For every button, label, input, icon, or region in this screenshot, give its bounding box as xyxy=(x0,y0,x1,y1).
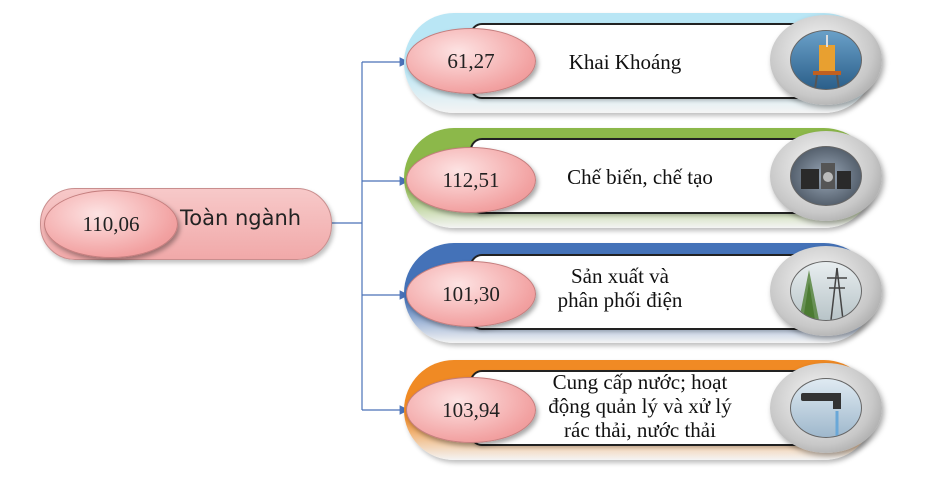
category-2-value: 112,51 xyxy=(406,147,536,213)
power-pylon-icon xyxy=(770,246,882,336)
offshore-oil-rig-icon xyxy=(770,15,882,105)
category-1-label: Khai Khoáng xyxy=(540,50,710,74)
water-tap-icon xyxy=(770,363,882,453)
factory-machinery-icon xyxy=(770,131,882,221)
category-3-label: Sản xuất và phân phối điện xyxy=(535,264,705,312)
category-1-value: 61,27 xyxy=(406,28,536,94)
category-4-value: 103,94 xyxy=(406,377,536,443)
category-3-value: 101,30 xyxy=(406,261,536,327)
total-label: Toàn ngành xyxy=(180,206,301,230)
category-2-label: Chế biến, chế tạo xyxy=(540,165,740,189)
category-4-label: Cung cấp nước; hoạt động quản lý và xử l… xyxy=(525,370,755,442)
total-value: 110,06 xyxy=(44,190,178,258)
